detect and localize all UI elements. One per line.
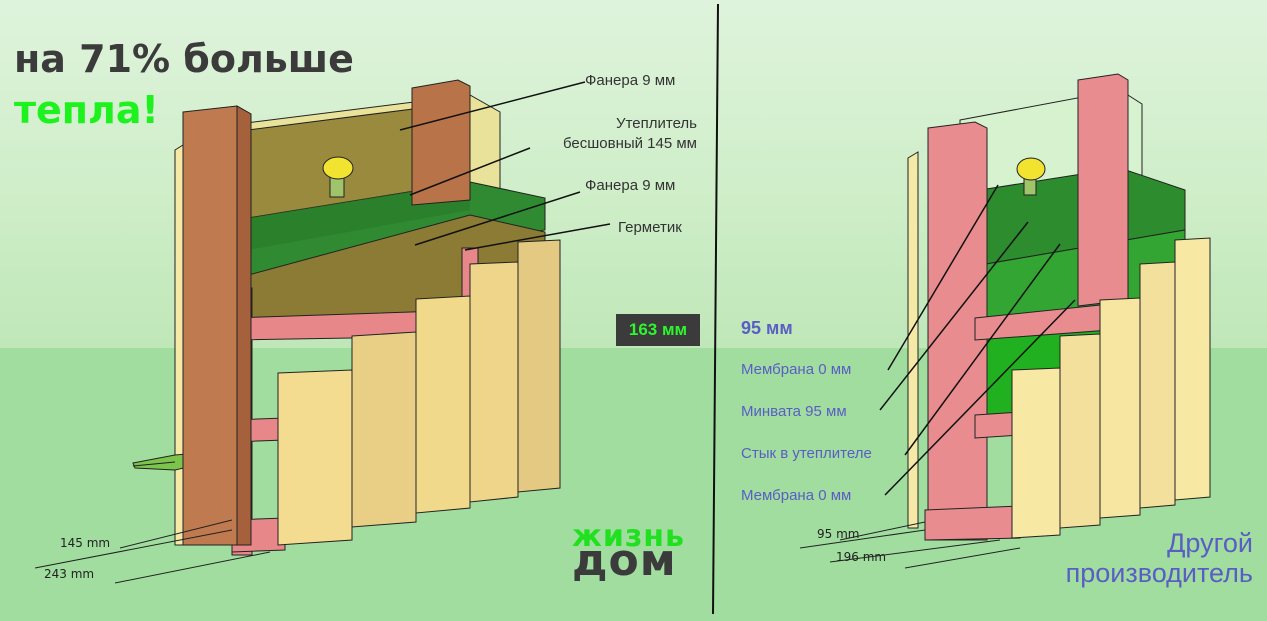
- left-wall-model: [34, 79, 611, 584]
- headline-line2: тепла!: [14, 88, 159, 132]
- cladding-board: [1011, 367, 1061, 539]
- label-membrane-top: Мембрана 0 мм: [741, 361, 852, 378]
- dim-line-inner: [119, 519, 233, 549]
- dim-line-outer: [114, 551, 271, 584]
- yellow-bolt-right: [1016, 157, 1046, 196]
- label-insulation-1: Утеплитель: [616, 115, 697, 132]
- dim-label-145: 145 mm: [60, 536, 111, 550]
- pink-post-back: [1077, 73, 1129, 307]
- competitor-label: Другой производитель: [1066, 528, 1253, 588]
- wood-post-back: [411, 79, 471, 206]
- dim-label-95: 95 mm: [817, 527, 860, 541]
- cladding-board: [1139, 261, 1176, 509]
- thickness-badge-competitor: 95 мм: [741, 318, 793, 338]
- cladding-board: [351, 331, 417, 528]
- label-mineral-wool: Минвата 95 мм: [741, 403, 847, 420]
- cladding-board: [1059, 333, 1101, 529]
- cladding-board: [1174, 237, 1211, 501]
- label-sealant: Герметик: [618, 219, 682, 236]
- cladding-board: [517, 239, 561, 493]
- cladding-board: [415, 295, 471, 514]
- label-insulation-joint: Стык в утеплителе: [741, 445, 872, 462]
- right-wall-model: [799, 73, 1211, 569]
- competitor-line2: производитель: [1065, 558, 1253, 588]
- competitor-line1: Другой: [1167, 528, 1253, 558]
- cladding-board: [1099, 297, 1141, 519]
- yellow-bolt: [322, 156, 354, 198]
- cladding-board: [277, 369, 353, 546]
- thickness-badge-ours: 163 мм: [616, 314, 700, 346]
- label-insulation-2: бесшовный 145 мм: [562, 135, 697, 152]
- dim-label-196: 196 mm: [836, 550, 887, 564]
- headline-line1: на 71% больше: [14, 37, 354, 81]
- divider-line: [712, 3, 719, 615]
- dim-label-243: 243 mm: [44, 567, 95, 581]
- label-plywood-top: Фанера 9 мм: [585, 72, 676, 89]
- logo-dom: дом: [572, 535, 677, 586]
- label-plywood-bottom: Фанера 9 мм: [585, 177, 676, 194]
- label-membrane-bottom: Мембрана 0 мм: [741, 487, 852, 504]
- cladding-board: [469, 261, 519, 503]
- logo-zhizn: жизнь: [572, 519, 686, 554]
